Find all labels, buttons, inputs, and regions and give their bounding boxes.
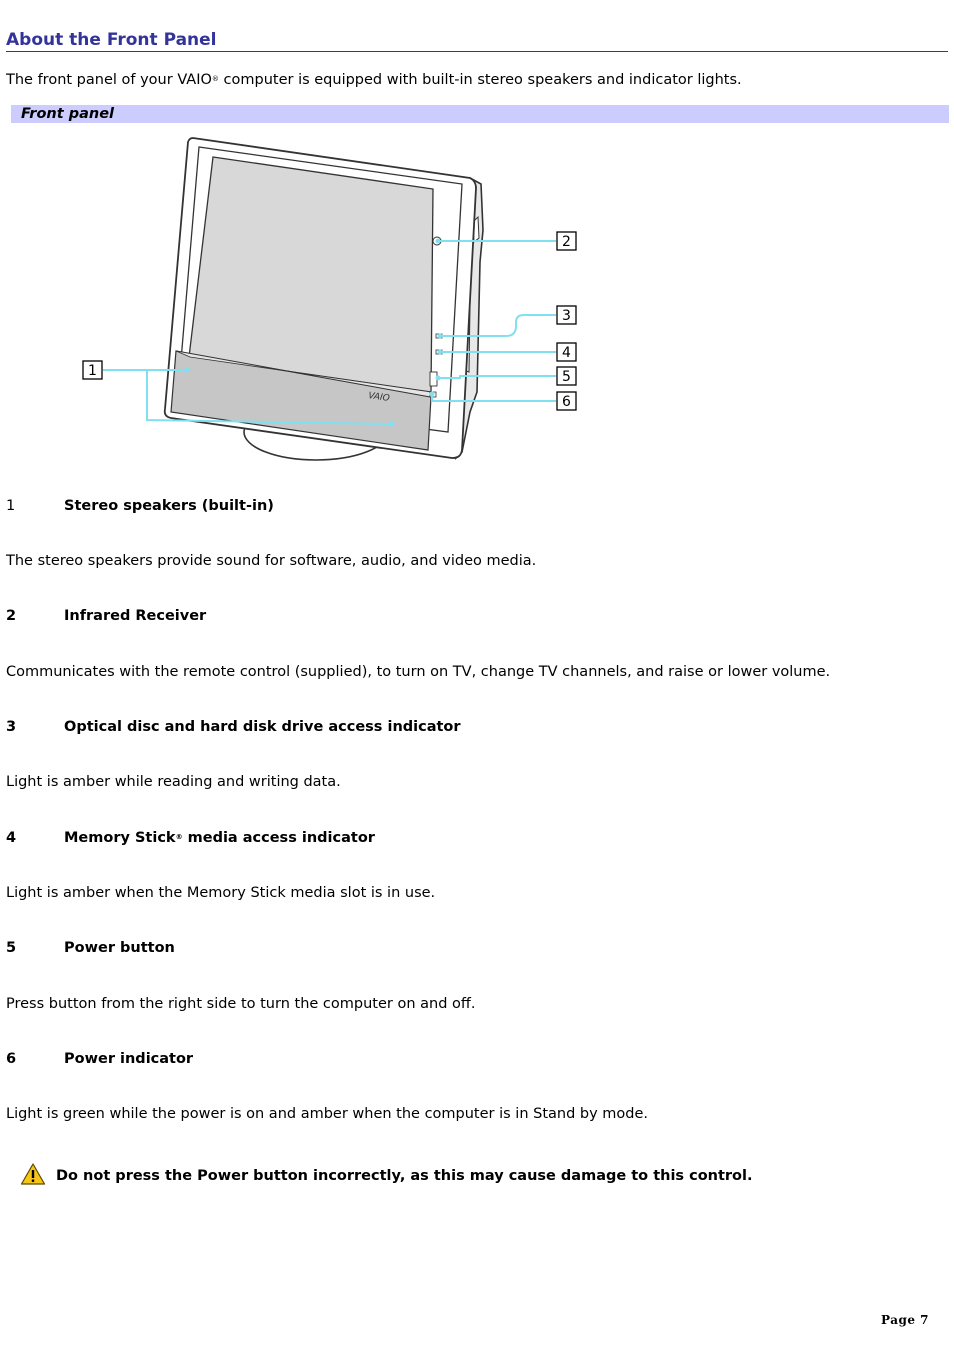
callout-1: 1	[82, 360, 103, 380]
svg-text:VAIO: VAIO	[368, 391, 391, 404]
svg-text:5: 5	[562, 369, 571, 385]
item-description: Communicates with the remote control (su…	[6, 664, 831, 680]
item-number: 5	[6, 940, 17, 956]
callout-6: 6	[556, 391, 577, 411]
item-number: 3	[6, 719, 17, 735]
item-label-power-button: Power button	[64, 940, 175, 956]
item-label-stereo-speakers: Stereo speakers (built-in)	[64, 498, 274, 514]
svg-text:6: 6	[562, 394, 571, 410]
item-number: 6	[6, 1051, 17, 1067]
intro-paragraph: The front panel of your VAIO® computer i…	[6, 72, 742, 88]
caution-text: Do not press the Power button incorrectl…	[56, 1168, 753, 1184]
svg-text:4: 4	[562, 345, 571, 361]
callout-3: 3	[556, 305, 577, 325]
item-description: Light is amber while reading and writing…	[6, 774, 341, 790]
page-number: Page 7	[881, 1313, 930, 1327]
callout-5: 5	[556, 366, 577, 386]
item-number: 2	[6, 608, 17, 624]
item-label-memory-stick-indicator: Memory Stick® media access indicator	[64, 830, 375, 846]
page-title: About the Front Panel	[6, 30, 948, 52]
figure-caption: Front panel	[11, 105, 949, 123]
svg-text:1: 1	[88, 363, 97, 379]
front-panel-illustration: VAIO 1 2 3	[82, 137, 577, 461]
item-label-drive-indicator: Optical disc and hard disk drive access …	[64, 719, 461, 735]
warning-icon	[20, 1163, 46, 1185]
item-number: 4	[6, 830, 17, 846]
callout-4: 4	[556, 342, 577, 362]
item-number: 1	[6, 498, 16, 514]
svg-text:3: 3	[562, 308, 571, 324]
item-description: Press button from the right side to turn…	[6, 996, 476, 1012]
item-label-infrared-receiver: Infrared Receiver	[64, 608, 207, 624]
callout-2: 2	[556, 231, 577, 251]
item-description: Light is green while the power is on and…	[6, 1106, 649, 1122]
item-description: The stereo speakers provide sound for so…	[6, 553, 537, 569]
svg-text:2: 2	[562, 234, 571, 250]
item-label-power-indicator: Power indicator	[64, 1051, 194, 1067]
item-description: Light is amber when the Memory Stick med…	[6, 885, 436, 901]
